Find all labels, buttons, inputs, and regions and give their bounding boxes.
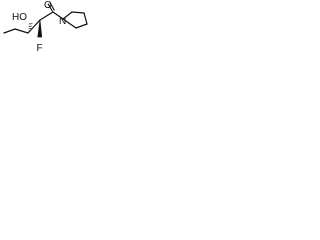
carbonyl-bond-2 <box>49 2 55 11</box>
fluorine-wedge <box>37 19 43 38</box>
ring-bond-5 <box>62 18 77 29</box>
c3-c4-bond <box>39 11 54 21</box>
ring-bond-2 <box>71 11 85 14</box>
c4-n-bond <box>52 11 64 20</box>
ethyl-methyl-bond <box>3 28 16 34</box>
ring-bond-3 <box>83 12 88 25</box>
stereo-bonds <box>28 19 43 38</box>
hydroxyl-label: HO <box>12 12 27 23</box>
ethyl-carbon-bond <box>14 28 29 34</box>
fluorine-label: F <box>37 43 43 54</box>
carbonyl-oxygen-label: O <box>44 0 52 11</box>
ring-bond-1 <box>62 11 73 20</box>
chemical-structure-diagram: HO O F N <box>3 0 88 54</box>
ring-nitrogen-label: N <box>59 16 66 27</box>
carbonyl-bond-1 <box>47 3 53 12</box>
ring-bond-4 <box>75 23 88 29</box>
